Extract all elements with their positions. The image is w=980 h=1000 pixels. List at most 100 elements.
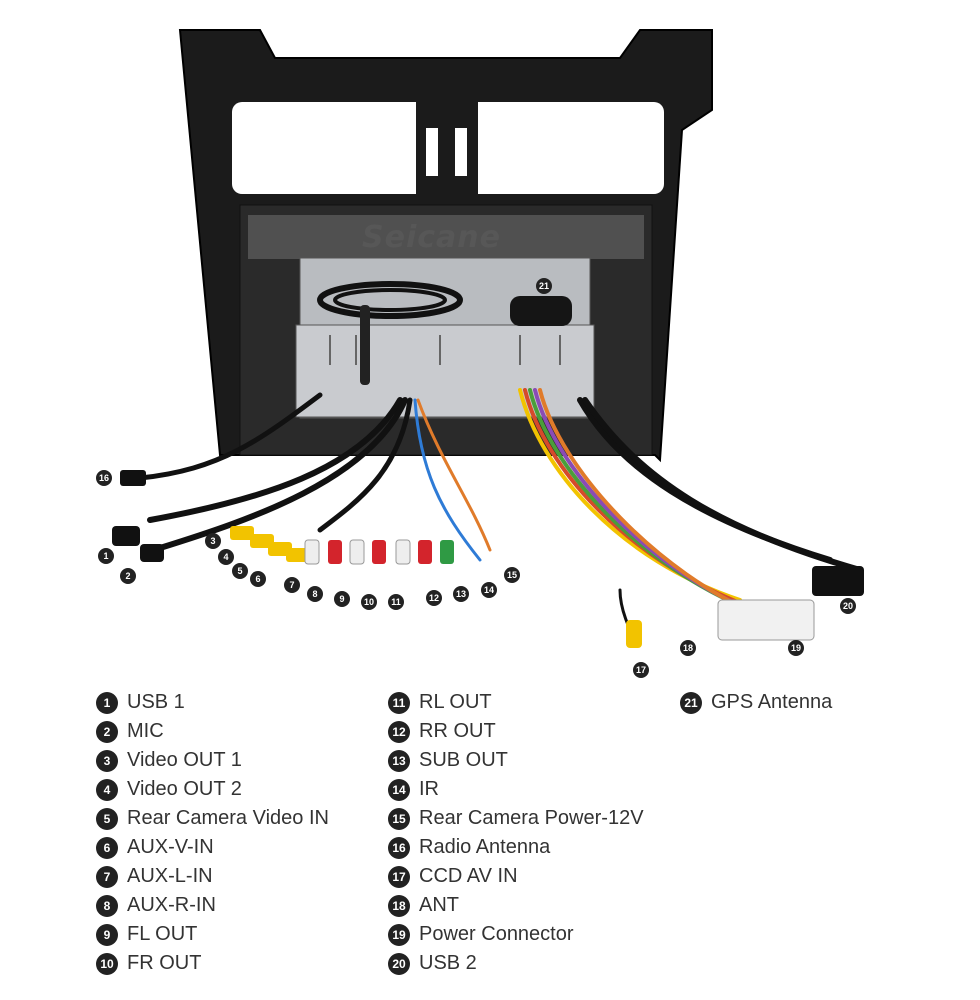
legend-number: 11 [388, 691, 410, 714]
legend-label: AUX-V-IN [127, 836, 214, 858]
legend-label: CCD AV IN [419, 865, 518, 887]
legend-item: 12 RR OUT [388, 717, 644, 746]
head-unit-rear-diagram [112, 29, 864, 648]
legend-label: Rear Camera Power-12V [419, 807, 644, 829]
rca-connectors [230, 526, 454, 565]
legend-label: FR OUT [127, 952, 202, 974]
legend-label: RL OUT [419, 691, 492, 713]
legend-label: USB 1 [127, 691, 185, 713]
legend-number: 2 [96, 720, 118, 743]
legend-item: 14 IR [388, 775, 644, 804]
ccd-av-in-plug [626, 620, 642, 648]
legend-label: Radio Antenna [419, 836, 551, 858]
legend-number: 15 [388, 807, 410, 830]
power-connector [717, 599, 815, 641]
callout-18: 18 [680, 640, 696, 656]
legend-item: 20 USB 2 [388, 949, 644, 978]
callout-6: 6 [250, 571, 266, 587]
legend-item: 4 Video OUT 2 [96, 775, 329, 804]
legend-label: USB 2 [419, 952, 477, 974]
mic-plug [140, 544, 164, 562]
legend-number: 4 [96, 778, 118, 801]
legend-number: 20 [388, 952, 410, 975]
legend-number: 7 [96, 865, 118, 888]
legend-item: 10 FR OUT [96, 949, 329, 978]
frame-bracket [416, 100, 478, 200]
callout-19: 19 [788, 640, 804, 656]
legend-number: 19 [388, 923, 410, 946]
legend-item: 1 USB 1 [96, 688, 329, 717]
legend-number: 10 [96, 952, 118, 975]
legend-item: 11 RL OUT [388, 688, 644, 717]
legend-label: Power Connector [419, 923, 574, 945]
legend-number: 6 [96, 836, 118, 859]
legend-item: 2 MIC [96, 717, 329, 746]
gps-antenna-puck [510, 296, 572, 326]
legend-number: 8 [96, 894, 118, 917]
callout-8: 8 [307, 586, 323, 602]
gps-antenna-cable [317, 281, 463, 319]
legend-number: 9 [96, 923, 118, 946]
legend-item: 18 ANT [388, 891, 644, 920]
callout-16: 16 [96, 470, 112, 486]
legend-item: 8 AUX-R-IN [96, 891, 329, 920]
legend-label: SUB OUT [419, 749, 508, 771]
legend-label: IR [419, 778, 439, 800]
legend-number: 16 [388, 836, 410, 859]
legend-label: GPS Antenna [711, 691, 833, 713]
callout-1: 1 [98, 548, 114, 564]
callout-10: 10 [361, 594, 377, 610]
legend-number: 17 [388, 865, 410, 888]
legend-item: 13 SUB OUT [388, 746, 644, 775]
legend-item: 6 AUX-V-IN [96, 833, 329, 862]
legend-column-2: 11 RL OUT 12 RR OUT 13 SUB OUT 14 IR 15 Rear … [388, 688, 644, 978]
callout-13: 13 [453, 586, 469, 602]
legend-label: Video OUT 1 [127, 749, 242, 771]
callout-5: 5 [232, 563, 248, 579]
radio-antenna-plug [120, 470, 146, 486]
legend-number: 3 [96, 749, 118, 772]
legend-number: 5 [96, 807, 118, 830]
legend-label: FL OUT [127, 923, 198, 945]
legend-item: 21 GPS Antenna [680, 688, 832, 717]
legend-number: 1 [96, 691, 118, 714]
radio-antenna-stub [360, 305, 370, 385]
legend-number: 13 [388, 749, 410, 772]
legend-item: 7 AUX-L-IN [96, 862, 329, 891]
usb2-plugs [812, 566, 864, 596]
callout-15: 15 [504, 567, 520, 583]
legend-label: ANT [419, 894, 459, 916]
callout-14: 14 [481, 582, 497, 598]
legend-number: 12 [388, 720, 410, 743]
legend-item: 3 Video OUT 1 [96, 746, 329, 775]
callout-4: 4 [218, 549, 234, 565]
callout-9: 9 [334, 591, 350, 607]
legend-item: 19 Power Connector [388, 920, 644, 949]
legend-label: AUX-R-IN [127, 894, 216, 916]
callout-12: 12 [426, 590, 442, 606]
callout-3: 3 [205, 533, 221, 549]
legend-item: 17 CCD AV IN [388, 862, 644, 891]
legend-item: 9 FL OUT [96, 920, 329, 949]
legend-label: RR OUT [419, 720, 496, 742]
legend-item: 16 Radio Antenna [388, 833, 644, 862]
callout-11: 11 [388, 594, 404, 610]
usb1-plug [112, 526, 140, 546]
brand-watermark: Seicane [362, 220, 501, 255]
callout-2: 2 [120, 568, 136, 584]
callout-7: 7 [284, 577, 300, 593]
legend-number: 21 [680, 691, 702, 714]
legend-label: MIC [127, 720, 164, 742]
legend-label: Rear Camera Video IN [127, 807, 329, 829]
callout-20: 20 [840, 598, 856, 614]
legend-label: AUX-L-IN [127, 865, 213, 887]
legend-column-3: 21 GPS Antenna [680, 688, 832, 717]
callout-17: 17 [633, 662, 649, 678]
legend-item: 5 Rear Camera Video IN [96, 804, 329, 833]
callout-21: 21 [536, 278, 552, 294]
legend-number: 14 [388, 778, 410, 801]
legend-number: 18 [388, 894, 410, 917]
legend-label: Video OUT 2 [127, 778, 242, 800]
legend-item: 15 Rear Camera Power-12V [388, 804, 644, 833]
